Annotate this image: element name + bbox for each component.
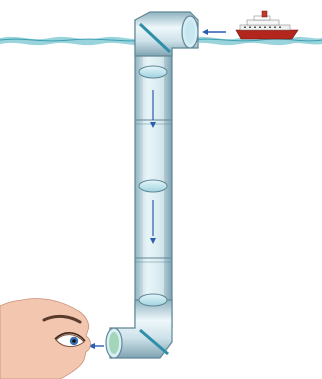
lens	[139, 294, 167, 306]
ship-icon	[236, 11, 298, 39]
lens	[139, 66, 167, 78]
eye-icon	[0, 299, 91, 379]
lens	[139, 180, 167, 192]
